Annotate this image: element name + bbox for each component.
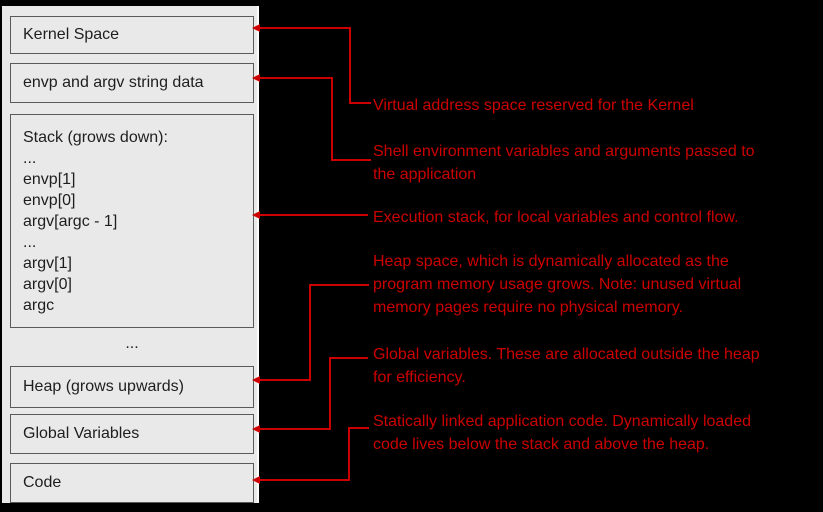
stack-line: envp[0] <box>23 192 76 209</box>
connector-code-line <box>259 427 369 481</box>
stack-line: envp[1] <box>23 171 76 188</box>
heap-label: Heap (grows upwards) <box>23 378 184 395</box>
annotation-line: program memory usage grows. Note: unused… <box>373 276 742 293</box>
annotation-line: Execution stack, for local variables and… <box>373 209 739 226</box>
kernel-space-box: Kernel Space <box>10 16 254 54</box>
annotation-line: for efficiency. <box>373 369 466 386</box>
code-label: Code <box>23 474 62 491</box>
envp-argv-label: envp and argv string data <box>23 74 204 91</box>
connector-envp-line <box>259 77 371 161</box>
annotation-line: Global variables. These are allocated ou… <box>373 346 760 363</box>
annotation-stack: Execution stack, for local variables and… <box>373 206 739 229</box>
stack-line: ... <box>23 234 37 251</box>
global-variables-box: Global Variables <box>10 414 254 454</box>
memory-map-panel: Kernel Space envp and argv string data S… <box>2 6 259 503</box>
kernel-space-label: Kernel Space <box>23 26 120 43</box>
annotation-code: Statically linked application code. Dyna… <box>373 410 751 456</box>
annotation-global-variables: Global variables. These are allocated ou… <box>373 343 760 389</box>
stack-box: Stack (grows down): ... envp[1] envp[0] … <box>10 114 254 328</box>
connector-global-line <box>259 357 368 430</box>
stack-line: argc <box>23 297 55 314</box>
connector-kernel-line <box>259 27 371 104</box>
stack-line: Stack (grows down): <box>23 129 168 146</box>
annotation-line: Statically linked application code. Dyna… <box>373 413 751 430</box>
annotation-line: Virtual address space reserved for the K… <box>373 97 694 114</box>
unmapped-gap-ellipsis: ... <box>125 335 139 352</box>
heap-box: Heap (grows upwards) <box>10 366 254 408</box>
envp-argv-box: envp and argv string data <box>10 63 254 103</box>
stack-line: argv[0] <box>23 276 72 293</box>
annotation-heap: Heap space, which is dynamically allocat… <box>373 250 741 319</box>
stack-line: argv[1] <box>23 255 72 272</box>
annotation-line: code lives below the stack and above the… <box>373 436 710 453</box>
code-box: Code <box>10 463 254 503</box>
annotation-envp-argv: Shell environment variables and argument… <box>373 140 755 186</box>
stack-line: ... <box>23 150 37 167</box>
annotation-line: memory pages require no physical memory. <box>373 299 684 316</box>
annotation-line: the application <box>373 166 477 183</box>
stack-line: argv[argc - 1] <box>23 213 118 230</box>
connector-heap-line <box>259 284 369 381</box>
annotation-line: Shell environment variables and argument… <box>373 143 755 160</box>
annotation-kernel-space: Virtual address space reserved for the K… <box>373 94 694 117</box>
annotation-line: Heap space, which is dynamically allocat… <box>373 253 729 270</box>
global-variables-label: Global Variables <box>23 425 140 442</box>
